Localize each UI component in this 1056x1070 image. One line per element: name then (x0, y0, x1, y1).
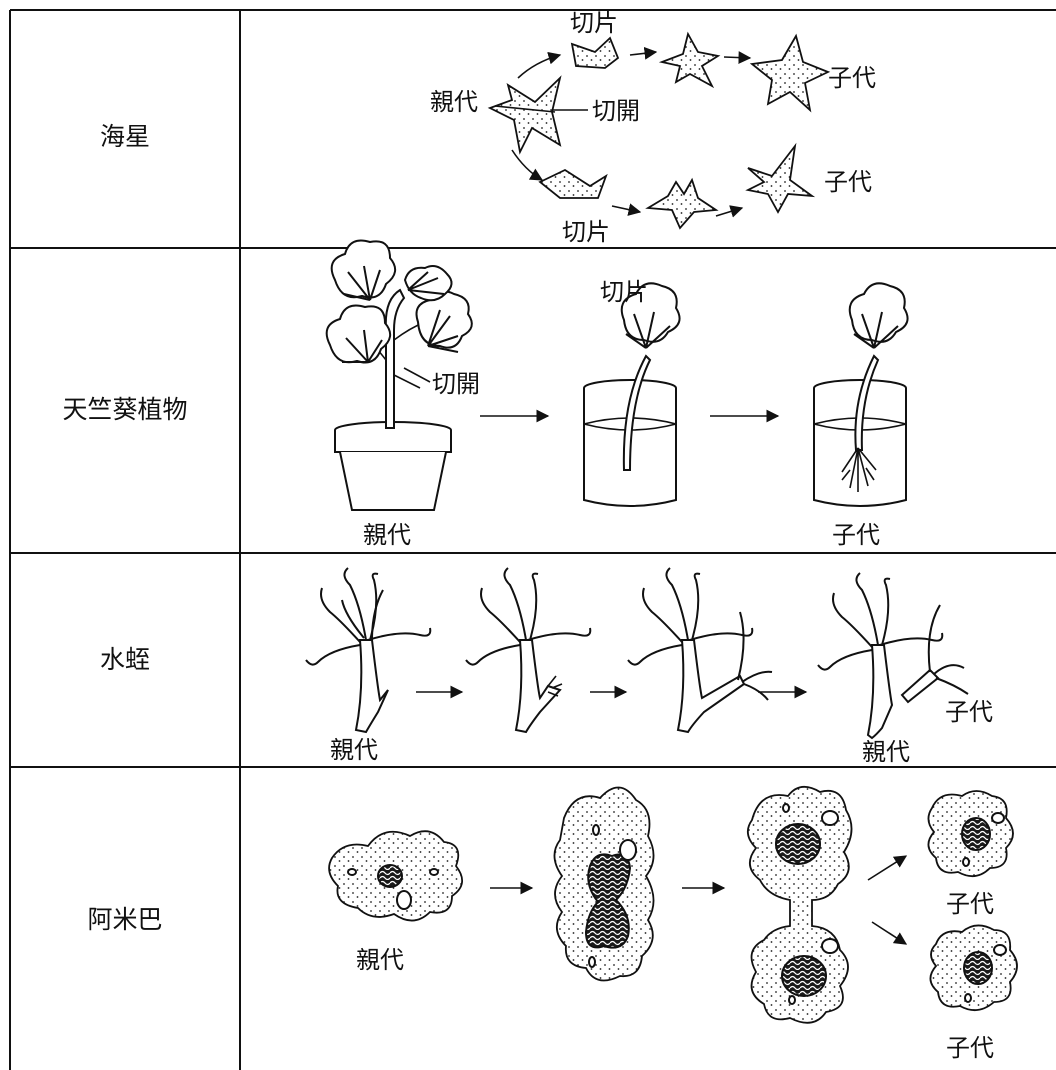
starfish-illustration: 親代 切開 切片 切片 子代 子代 (430, 9, 876, 246)
geranium-cut-label: 切開 (432, 370, 480, 398)
row-name-starfish: 海星 (100, 122, 150, 151)
starfish-offspring-top (749, 33, 831, 113)
amoeba-offspring-bottom-label: 子代 (946, 1034, 994, 1062)
amoeba-parent-label: 親代 (356, 946, 404, 974)
starfish-piece-bottom (538, 168, 608, 199)
starfish-offspring-bottom (745, 142, 816, 214)
hydra-illustration: 親代 子代 親代 (305, 567, 993, 766)
starfish-regenerating-bottom (645, 177, 719, 230)
geranium-offspring-label: 子代 (832, 521, 880, 549)
row-name-geranium: 天竺葵植物 (62, 395, 187, 424)
starfish-offspring-top-label: 子代 (828, 64, 876, 92)
hydra-parent-label: 親代 (330, 736, 378, 764)
roots (841, 447, 877, 492)
amoeba-offspring-top-label: 子代 (946, 890, 994, 918)
cut-line (494, 105, 556, 113)
row-name-hydra: 水蛭 (100, 645, 150, 674)
table-grid (9, 9, 1056, 1070)
geranium-piece-label: 切片 (600, 278, 648, 306)
leaf (330, 239, 397, 299)
hydra-body (354, 639, 389, 734)
geranium-parent-label: 親代 (363, 521, 411, 549)
hydra-bud-offspring (900, 668, 940, 704)
starfish-cut-label: 切開 (592, 97, 640, 125)
row-name-amoeba: 阿米巴 (87, 905, 162, 934)
amoeba-illustration: 親代 子代 子代 (328, 786, 1018, 1062)
starfish-regenerating-top (658, 31, 721, 89)
starfish-piece-top (570, 36, 620, 69)
amoeba-nucleus (377, 864, 403, 888)
starfish-piece-top-label: 切片 (570, 9, 618, 37)
starfish-parent-label: 親代 (430, 88, 478, 116)
starfish-parent (487, 75, 562, 155)
starfish-piece-bottom-label: 切片 (562, 218, 610, 246)
geranium-illustration: 切開 切片 親代 子代 (325, 239, 909, 549)
starfish-offspring-bottom-label: 子代 (824, 168, 872, 196)
hydra-offspring-label: 子代 (945, 698, 993, 726)
flower-pot (334, 430, 452, 453)
hydra-parent-final-label: 親代 (862, 738, 910, 766)
